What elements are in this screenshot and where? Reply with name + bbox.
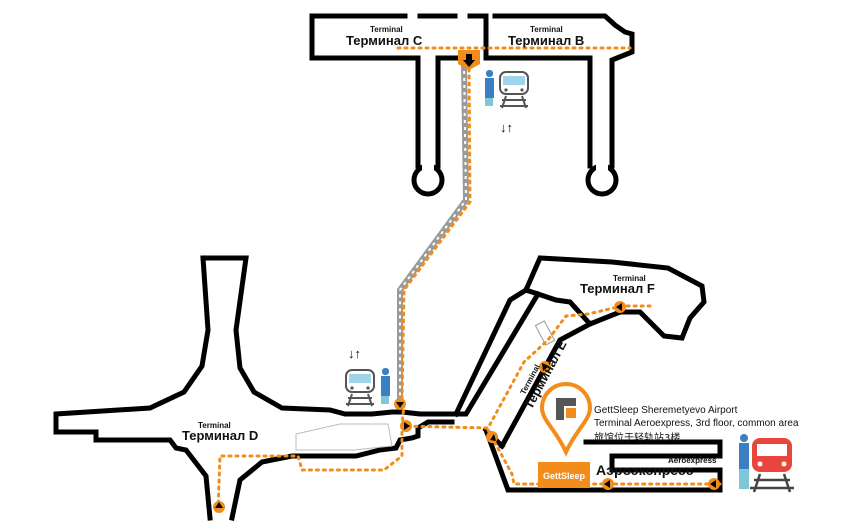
hotel-location: Terminal Aeroexpress, 3rd floor, common … (594, 418, 799, 429)
arrow-marker-e-mid (539, 361, 551, 373)
arrow-marker-f (614, 301, 626, 313)
terminal-c-label: Терминал C (346, 33, 423, 48)
arrow-marker-terminal-c (458, 50, 480, 70)
hotel-name: GettSleep Sheremetyevo Airport (594, 405, 738, 416)
updown-arrows-d: ↓↑ (348, 346, 361, 361)
train-icon-terminal-c (485, 70, 529, 109)
terminal-f-small: Terminal (613, 274, 646, 283)
arrow-marker-aeroexpress-left (602, 478, 614, 490)
hotel-location-chinese: 旅馆位于轻轨站3楼 (594, 431, 680, 444)
aeroexpress-small: Aeroexpress (668, 456, 717, 465)
arrow-marker-e-junction (486, 431, 498, 443)
hotel-location-pin (539, 382, 593, 457)
terminal-b-label: Терминал B (508, 33, 584, 48)
badge-label: GettSleep (543, 471, 586, 481)
train-icon-aeroexpress (739, 434, 794, 493)
aeroexpress-building (482, 426, 723, 493)
terminal-d-label: Терминал D (182, 428, 258, 443)
terminal-c-small: Terminal (370, 25, 403, 34)
terminal-f-label: Терминал F (580, 281, 655, 296)
arrow-marker-junction-down (394, 398, 406, 410)
terminal-d-small: Terminal (198, 421, 231, 430)
terminal-b-small: Terminal (530, 25, 563, 34)
terminal-bc-building (309, 13, 635, 197)
gettsleep-badge: GettSleep (538, 462, 590, 488)
arrow-marker-d-up (213, 501, 225, 513)
terminal-f-building (522, 255, 707, 341)
aeroexpress-label: Аэроэкспресс (596, 462, 694, 478)
arrow-marker-junction-right (400, 420, 412, 432)
walking-route (216, 46, 722, 512)
updown-arrows-top: ↓↑ (500, 120, 513, 135)
route-arrows (213, 50, 720, 513)
terminal-d-building (53, 255, 455, 521)
train-icon-terminal-d (345, 368, 390, 407)
rail-track (397, 63, 470, 404)
arrow-marker-aeroexpress-right (708, 478, 720, 490)
